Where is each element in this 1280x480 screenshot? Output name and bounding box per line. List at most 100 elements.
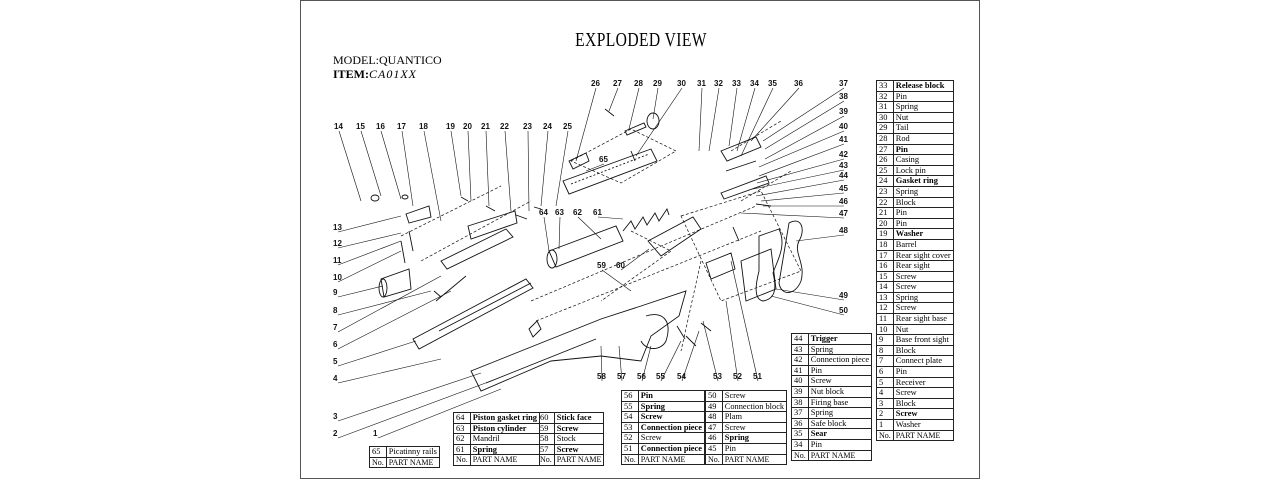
leader-line [338, 276, 441, 332]
table-header-row: No.PART NAME [876, 429, 954, 442]
header-part-name: PART NAME [637, 453, 705, 466]
part-name: Stock [553, 433, 605, 445]
part-number: 17 [876, 249, 894, 262]
trigger-group-shape [721, 137, 761, 161]
part-name: Spring [469, 443, 541, 456]
header-part-name: PART NAME [385, 456, 440, 469]
part-number: 35 [791, 428, 809, 440]
callout-number: 56 [637, 372, 646, 381]
part-number: 16 [876, 260, 894, 272]
leader-line [737, 88, 755, 151]
header-part-name: PART NAME [553, 454, 605, 466]
leader-line [338, 359, 441, 383]
part-name: Screw [637, 411, 705, 423]
part-number: 8 [876, 344, 894, 357]
part-name: Screw [721, 421, 788, 434]
callout-number: 8 [333, 306, 338, 315]
header-no: No. [621, 453, 639, 466]
part-name: Screw [721, 390, 788, 402]
part-name: Stick face [553, 412, 605, 424]
leader-line [559, 217, 560, 249]
callout-number: 4 [333, 374, 338, 383]
part-name: Casing [892, 154, 954, 166]
part-number: 2 [876, 408, 894, 420]
part-number: 42 [791, 354, 809, 366]
part-number: 13 [876, 291, 894, 304]
leader-line [699, 88, 702, 151]
leader-line [528, 131, 529, 211]
callout-number: 65 [599, 155, 608, 164]
part-name: Spring [807, 407, 873, 419]
header-no: No. [453, 454, 471, 466]
part-name: Gasket ring [892, 175, 954, 187]
part-number: 29 [876, 122, 894, 134]
part-name: Safe block [807, 417, 873, 430]
palm-shape [756, 229, 782, 301]
part-number: 51 [621, 442, 639, 455]
callout-number: 6 [333, 340, 338, 349]
part-number: 44 [791, 333, 809, 345]
callout-number: 25 [563, 122, 572, 131]
part-number: 7 [876, 355, 894, 368]
callout-number: 7 [333, 323, 338, 332]
leader-line [576, 88, 596, 161]
spring-shape [623, 209, 669, 231]
part-number: 50 [705, 390, 723, 402]
part-number: 60 [537, 412, 555, 424]
leader-line [741, 88, 773, 156]
part-number: 64 [453, 412, 471, 424]
callout-number: 61 [593, 208, 602, 217]
model-line: MODEL:QUANTICO [333, 53, 442, 68]
leader-line [338, 216, 401, 232]
part-name: Washer [892, 228, 954, 240]
leader-line [338, 233, 401, 248]
part-name: Piston gasket ring [469, 412, 541, 424]
part-number: 19 [876, 228, 894, 240]
table-header-row: No.PART NAME [453, 454, 541, 466]
page-title: EXPLODED VIEW [575, 29, 707, 51]
part-name: Screw [892, 302, 954, 315]
part-number: 26 [876, 154, 894, 166]
callout-number: 43 [839, 161, 848, 170]
part-number: 15 [876, 270, 894, 283]
callout-number: 53 [713, 372, 722, 381]
exploded-view-sheet: EXPLODED VIEW MODEL:QUANTICO ITEM:CA01XX [300, 0, 980, 479]
leader-line [653, 88, 658, 119]
callout-number: 9 [333, 288, 338, 297]
part-number: 25 [876, 164, 894, 177]
part-name: Screw [892, 387, 954, 399]
callout-number: 45 [839, 184, 848, 193]
casing-shape [569, 153, 589, 169]
part-number: 59 [537, 422, 555, 435]
part-name: Screw [807, 375, 873, 387]
stock-shape [471, 291, 686, 391]
table-header-row: No.PART NAME [621, 453, 705, 466]
part-name: Pin [637, 390, 705, 402]
leader-line [771, 296, 844, 315]
leader-line [757, 159, 844, 183]
part-number: 4 [876, 387, 894, 399]
part-number: 39 [791, 385, 809, 398]
assembly-guides [401, 121, 801, 351]
leader-line [636, 88, 682, 156]
